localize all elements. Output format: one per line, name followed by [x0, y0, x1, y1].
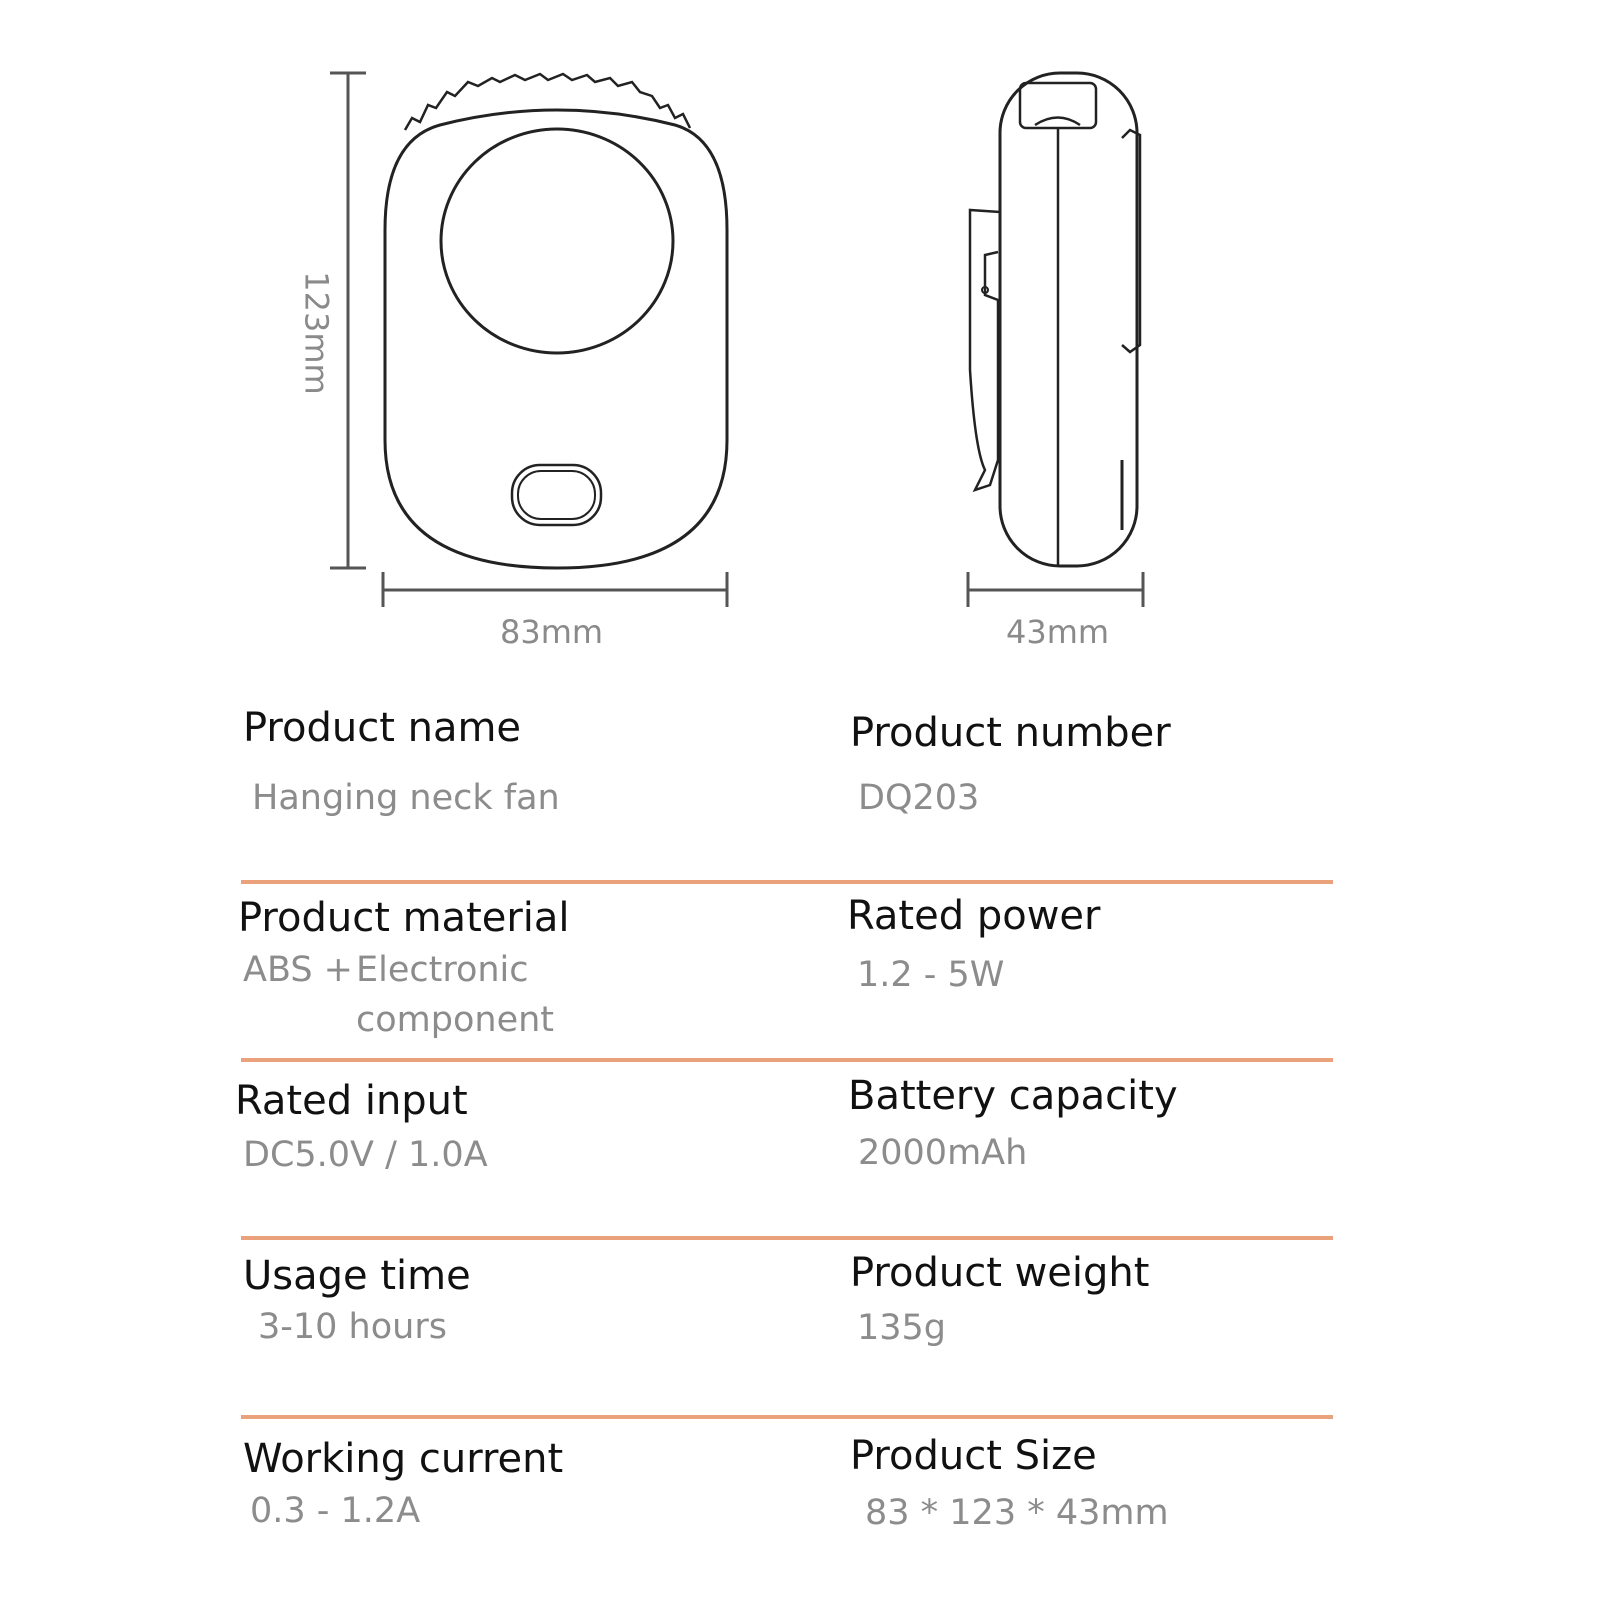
divider — [241, 1415, 1333, 1419]
spec-value-product-number: DQ203 — [858, 778, 980, 818]
divider — [241, 1058, 1333, 1062]
front-view-drawing — [383, 72, 729, 570]
dimension-lines — [330, 71, 1145, 607]
spec-value-usage-time: 3-10 hours — [258, 1307, 447, 1347]
spec-label-product-material: Product material — [238, 895, 570, 941]
divider — [241, 880, 1333, 884]
spec-value-product-size: 83 * 123 * 43mm — [865, 1493, 1169, 1533]
spec-value-product-name: Hanging neck fan — [252, 778, 560, 818]
depth-dimension-label: 43mm — [1006, 613, 1110, 651]
spec-label-battery-capacity: Battery capacity — [848, 1073, 1178, 1119]
spec-label-product-name: Product name — [243, 705, 522, 751]
spec-value-rated-power: 1.2 - 5W — [857, 955, 1005, 995]
spec-value-product-material-line2: component — [356, 1000, 555, 1040]
spec-label-product-number: Product number — [850, 710, 1171, 756]
product-drawings — [330, 71, 1145, 607]
height-dimension-label: 123mm — [297, 271, 336, 395]
spec-value-product-material: Electronic — [356, 950, 529, 990]
spec-value-material-prefix: ABS + — [243, 950, 354, 990]
spec-value-battery-capacity: 2000mAh — [858, 1133, 1028, 1173]
width-dimension-label: 83mm — [500, 613, 604, 651]
spec-label-product-size: Product Size — [850, 1433, 1097, 1479]
side-view-drawing — [968, 71, 1142, 568]
spec-label-rated-input: Rated input — [235, 1078, 468, 1124]
spec-label-usage-time: Usage time — [243, 1253, 471, 1299]
spec-label-working-current: Working current — [243, 1436, 564, 1482]
divider — [241, 1236, 1333, 1240]
spec-value-rated-input: DC5.0V / 1.0A — [243, 1135, 488, 1175]
spec-value-product-weight: 135g — [857, 1308, 947, 1348]
spec-value-working-current: 0.3 - 1.2A — [250, 1491, 421, 1531]
spec-label-rated-power: Rated power — [847, 893, 1101, 939]
spec-label-product-weight: Product weight — [850, 1250, 1150, 1296]
